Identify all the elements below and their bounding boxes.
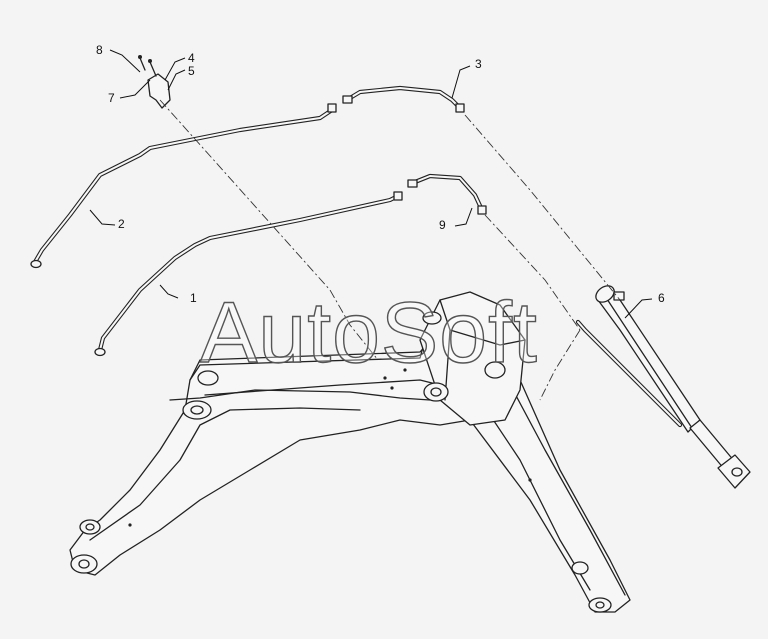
boom-pivot-hole-left: [190, 405, 204, 415]
boom-underside: [89, 407, 361, 541]
hose-9-fitting-right: [477, 205, 487, 215]
bolt-dot: [128, 523, 132, 527]
callout-5: 5: [188, 64, 195, 78]
tube-2-end-fitting: [30, 259, 42, 269]
clamp-bolt-head: [148, 59, 152, 63]
boom-pivot-boss-left: [182, 400, 212, 420]
callout-6: 6: [658, 291, 665, 305]
tube-1-end-fitting: [94, 347, 106, 357]
bolt-dot: [403, 368, 407, 372]
bolt-dot: [383, 376, 387, 380]
hose-3: [342, 85, 465, 113]
cylinder-rod-end: [717, 454, 751, 489]
callout-3: 3: [475, 57, 482, 71]
boom-foot-bushing-upper: [79, 519, 101, 535]
boom-top-lug: [422, 311, 442, 325]
callout-7: 7: [108, 91, 115, 105]
watermark: AutoSoft: [200, 285, 538, 381]
hydraulic-cylinder: [575, 285, 751, 489]
hose-3-fitting-right: [455, 103, 465, 113]
callout-4: 4: [188, 51, 195, 65]
boom-foot-bushing-lower: [70, 554, 98, 574]
boom-tip-bushing: [588, 597, 612, 613]
boom-tip-bushing-hole: [595, 601, 605, 609]
clamp-bracket: [147, 73, 171, 109]
boom-pivot-boss-center: [423, 382, 449, 402]
callout-leaders: [89, 49, 653, 319]
callout-1: 1: [190, 291, 197, 305]
boom-tip-lug: [571, 561, 589, 575]
boom-right-leg-outer: [504, 374, 626, 596]
boom-pivot-hole-center: [430, 387, 442, 397]
boom-lug-left: [197, 370, 219, 386]
boom-lug-right: [484, 361, 506, 379]
tube-2-fitting: [327, 103, 337, 113]
cylinder-base-eye: [595, 285, 615, 303]
callout-2: 2: [118, 217, 125, 231]
boom-foot-bushing-upper-hole: [85, 523, 95, 531]
tube-2: [30, 103, 337, 269]
clamp-bolt: [139, 57, 157, 77]
cylinder-barrel-line: [604, 295, 693, 429]
cylinder-rod-end-hole: [731, 467, 743, 477]
bolt-dot: [528, 478, 532, 482]
callout-9: 9: [439, 218, 446, 232]
clamp-assembly: [138, 55, 171, 109]
hose-3-fitting-left: [342, 95, 353, 104]
callout-8: 8: [96, 43, 103, 57]
clamp-bolt-head: [138, 55, 142, 59]
assembly-centerlines: [159, 99, 621, 401]
tube-1-fitting: [393, 191, 403, 201]
hose-9: [407, 173, 487, 215]
tube-1: [94, 191, 403, 357]
boom-assembly: [69, 291, 631, 613]
hose-9-fitting-left: [407, 179, 418, 188]
boom-foot-bushing-lower-hole: [78, 559, 90, 569]
boom-side-plate: [169, 389, 431, 401]
bolt-dot: [390, 386, 394, 390]
cylinder-port-fitting: [613, 291, 625, 301]
